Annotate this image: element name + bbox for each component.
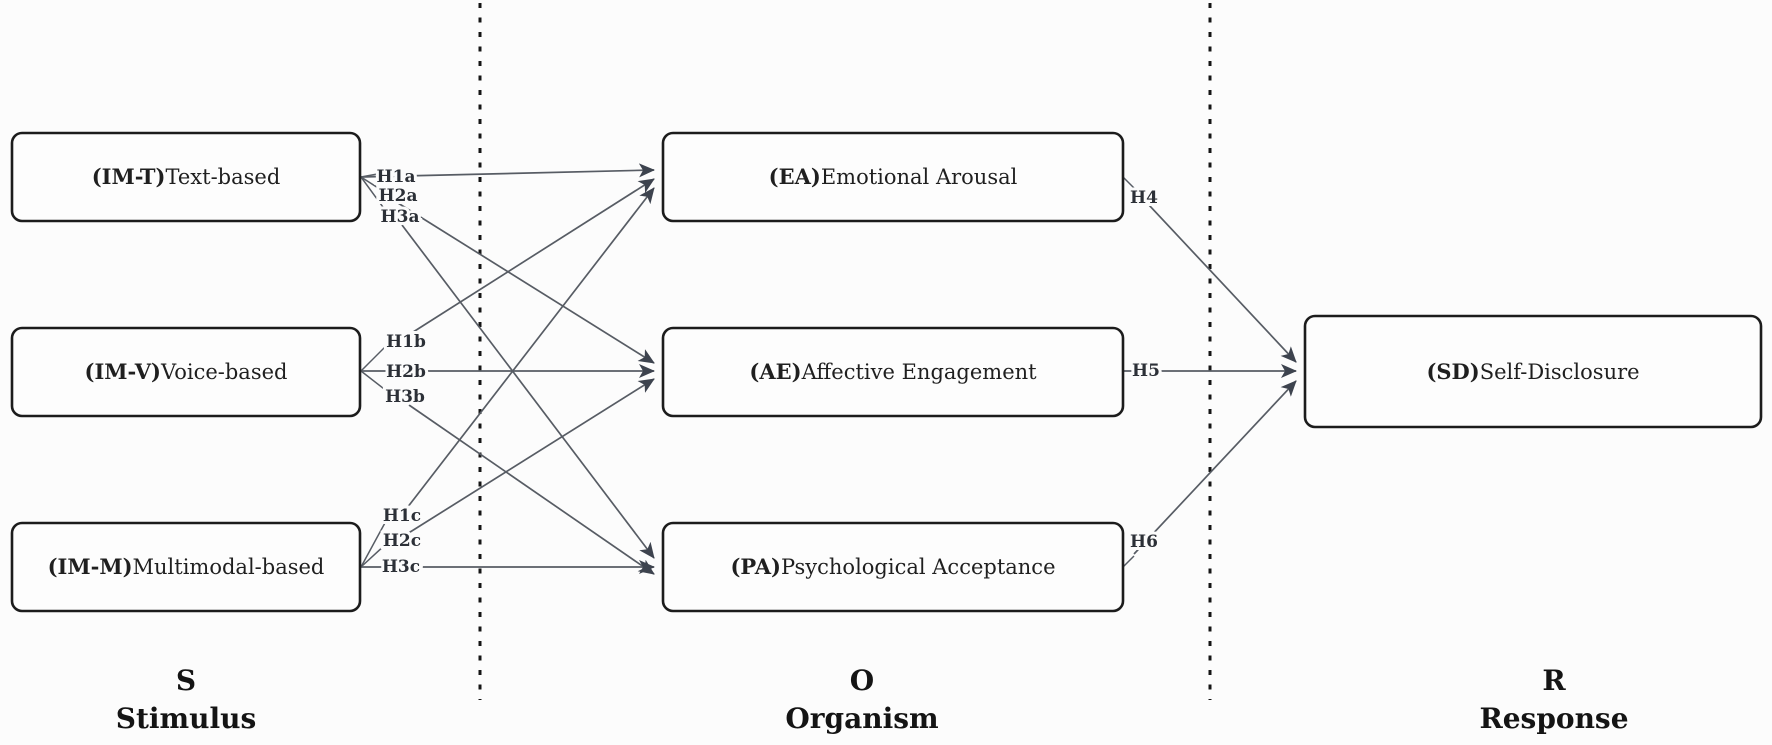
node-imt-text-based: (IM-T)Text-based [10, 131, 362, 223]
node-sd-code: (SD) [1426, 359, 1479, 384]
label-h2a: H2a [379, 186, 418, 206]
column-word-response: Response [1479, 702, 1628, 735]
arrow-h4 [1133, 188, 1297, 363]
node-imm-label: (IM-M)Multimodal-based [48, 554, 325, 579]
label-h1a: H1a [377, 167, 416, 187]
arrow-h2c [406, 378, 655, 535]
label-h4: H4 [1130, 188, 1158, 208]
node-ea-box [661, 131, 1125, 223]
node-imm-multimodal-based: (IM-M)Multimodal-based [10, 521, 362, 613]
label-h3b: H3b [385, 387, 425, 407]
node-ae-name: Affective Engagement [801, 360, 1038, 384]
node-ae-label: (AE)Affective Engagement [749, 359, 1037, 384]
arrow-h3a [401, 224, 655, 559]
column-letter-s: S [176, 664, 196, 697]
node-imt-label: (IM-T)Text-based [92, 164, 281, 189]
node-pa-psychological-acceptance: (PA)Psychological Acceptance [661, 521, 1125, 613]
node-pa-code: (PA) [731, 554, 781, 579]
node-pa-box [661, 521, 1125, 613]
column-header-organism: O Organism [785, 664, 938, 735]
node-ea-label: (EA)Emotional Arousal [769, 164, 1018, 189]
label-h1c: H1c [383, 506, 421, 526]
hypothesis-labels: H1a H2a H3a H1b H2b H3b H1c H2c H3c H4 H… [374, 164, 1163, 580]
node-imm-name: Multimodal-based [133, 555, 325, 579]
label-h1b: H1b [386, 332, 426, 352]
node-imv-name: Voice-based [160, 360, 288, 384]
label-h5: H5 [1132, 361, 1160, 381]
hypothesis-arrows [360, 163, 1297, 575]
node-sd-self-disclosure: (SD)Self-Disclosure [1303, 314, 1763, 429]
column-word-stimulus: Stimulus [116, 702, 257, 735]
node-pa-label: (PA)Psychological Acceptance [731, 554, 1056, 579]
arrow-h3b [408, 404, 655, 575]
label-h3a: H3a [381, 207, 420, 227]
node-pa-name: Psychological Acceptance [781, 555, 1056, 579]
node-imm-box [10, 521, 362, 613]
node-imt-code: (IM-T) [92, 164, 166, 189]
node-imv-label: (IM-V)Voice-based [85, 359, 288, 384]
column-letter-r: R [1542, 664, 1566, 697]
node-sd-label: (SD)Self-Disclosure [1426, 359, 1639, 384]
column-letter-o: O [850, 664, 874, 697]
node-imt-box [10, 131, 362, 223]
node-ae-affective-engagement: (AE)Affective Engagement [661, 326, 1125, 418]
arrow-h2a [397, 202, 655, 364]
node-imv-voice-based: (IM-V)Voice-based [10, 326, 362, 418]
node-imt-name: Text-based [166, 165, 281, 189]
node-imm-code: (IM-M) [48, 554, 133, 579]
node-imv-code: (IM-V) [85, 359, 161, 384]
arrow-h1c [406, 187, 655, 509]
node-ea-code: (EA) [769, 164, 821, 189]
label-h3c: H3c [382, 557, 420, 577]
node-sd-box [1303, 314, 1763, 429]
node-sd-name: Self-Disclosure [1480, 360, 1640, 384]
column-header-response: R Response [1479, 664, 1628, 735]
label-h6: H6 [1130, 532, 1158, 552]
column-header-stimulus: S Stimulus [116, 664, 257, 735]
arrow-h1a [360, 163, 655, 178]
column-word-organism: Organism [785, 702, 938, 735]
node-ea-name: Emotional Arousal [821, 165, 1018, 189]
node-ae-code: (AE) [749, 359, 801, 384]
label-h2b: H2b [386, 362, 426, 382]
arrow-h6 [1133, 380, 1297, 555]
node-ae-box [661, 326, 1125, 418]
label-h2c: H2c [383, 531, 421, 551]
node-ea-emotional-arousal: (EA)Emotional Arousal [661, 131, 1125, 223]
arrow-h1b [409, 178, 655, 335]
node-imv-box [10, 326, 362, 418]
